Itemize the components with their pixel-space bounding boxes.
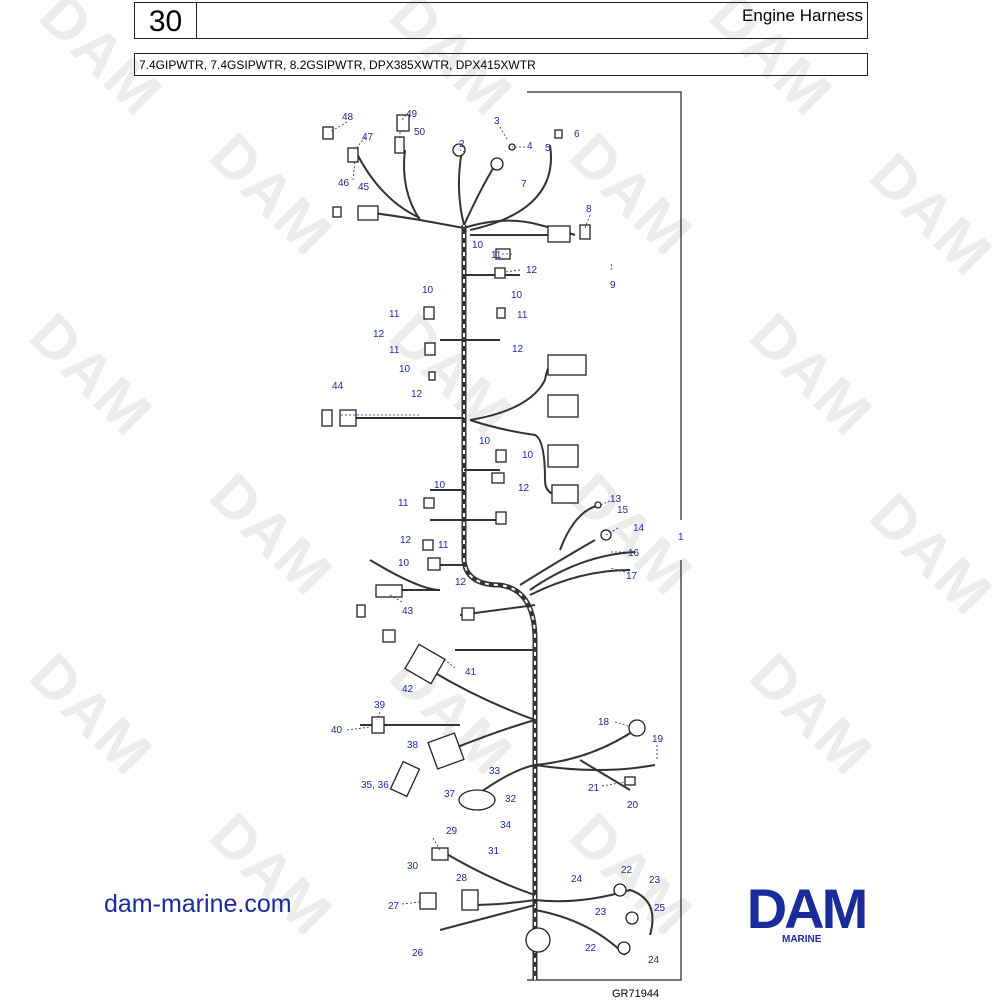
callout-30: 30	[407, 861, 419, 872]
callout-24: 24	[571, 874, 583, 885]
callout-11: 11	[389, 309, 400, 320]
callout-10: 10	[399, 364, 411, 375]
callout-25: 25	[654, 903, 666, 914]
callout-12: 12	[518, 483, 530, 494]
callout-43: 43	[402, 606, 414, 617]
callout-40: 40	[331, 725, 343, 736]
boundary-lines	[527, 91, 682, 981]
callout-16: 16	[628, 548, 640, 559]
connectors	[321, 114, 646, 955]
figure-code: GR71944	[612, 988, 660, 1000]
callout-45: 45	[358, 182, 370, 193]
callout-2: 2	[459, 139, 465, 150]
callout-10: 10	[522, 450, 534, 461]
callout-26: 26	[412, 948, 424, 959]
callout-42: 42	[402, 684, 414, 695]
callout-47: 47	[362, 132, 374, 143]
callout-10: 10	[398, 558, 410, 569]
callout-44: 44	[332, 381, 344, 392]
title-box: Engine Harness	[196, 2, 868, 39]
callout-31: 31	[488, 846, 500, 857]
callout-10: 10	[422, 285, 434, 296]
page-number: 30	[134, 2, 197, 39]
callout-28: 28	[456, 873, 468, 884]
callout-12: 12	[411, 389, 423, 400]
callout-11: 11	[438, 540, 449, 551]
callout-37: 37	[444, 789, 456, 800]
callout-27: 27	[388, 901, 400, 912]
callout-11: 11	[389, 345, 400, 356]
callout-10: 10	[511, 290, 523, 301]
callout-22: 22	[621, 865, 633, 876]
callout-50: 50	[414, 127, 426, 138]
callout-11: 11	[517, 310, 528, 321]
callout-10: 10	[479, 436, 491, 447]
leader-lines	[329, 114, 658, 905]
callout-4: 4	[527, 141, 533, 152]
callout-32: 32	[505, 794, 517, 805]
callout-7: 7	[521, 179, 527, 190]
callout-12: 12	[400, 535, 412, 546]
callout-29: 29	[446, 826, 458, 837]
callout-38: 38	[407, 740, 419, 751]
callout-8: 8	[586, 204, 592, 215]
callout-1: 1	[678, 532, 684, 543]
callout-12: 12	[455, 577, 467, 588]
logo-text: DAM	[747, 880, 866, 940]
callout-10: 10	[434, 480, 446, 491]
callout-46: 46	[338, 178, 350, 189]
callout-9: 9	[610, 280, 616, 291]
callout-33: 33	[489, 766, 501, 777]
callout-12: 12	[512, 344, 524, 355]
callout-5: 5	[545, 143, 551, 154]
callout-39: 39	[374, 700, 386, 711]
callout-10: 10	[472, 240, 484, 251]
page-title: Engine Harness	[742, 6, 863, 25]
callout-3: 3	[494, 116, 500, 127]
callout-22: 22	[585, 943, 597, 954]
callout-13: 13	[610, 494, 622, 505]
callout-6: 6	[574, 129, 580, 140]
callout-23: 23	[649, 875, 661, 886]
callout-20: 20	[627, 800, 639, 811]
callout-48: 48	[342, 112, 354, 123]
callout-12: 12	[526, 265, 538, 276]
callout-19: 19	[652, 734, 664, 745]
callout-14: 14	[633, 523, 645, 534]
logo-subtitle: MARINE	[782, 934, 822, 945]
callout-17: 17	[626, 571, 638, 582]
callout-15: 15	[617, 505, 629, 516]
callout-23: 23	[595, 907, 607, 918]
callout-18: 18	[598, 717, 610, 728]
callout-21: 21	[588, 783, 600, 794]
dam-logo: DAM	[747, 880, 869, 940]
callout-11: 11	[398, 498, 409, 509]
callout-24: 24	[648, 955, 660, 966]
callout-41: 41	[465, 667, 477, 678]
site-link[interactable]: dam-marine.com	[104, 890, 292, 918]
model-list: 7.4GIPWTR, 7.4GSIPWTR, 8.2GSIPWTR, DPX38…	[134, 53, 868, 76]
callout-11: 11	[491, 250, 502, 261]
callout-12: 12	[373, 329, 385, 340]
callout-49: 49	[406, 109, 418, 120]
callout-34: 34	[500, 820, 512, 831]
callout-35-36: 35, 36	[361, 780, 389, 791]
